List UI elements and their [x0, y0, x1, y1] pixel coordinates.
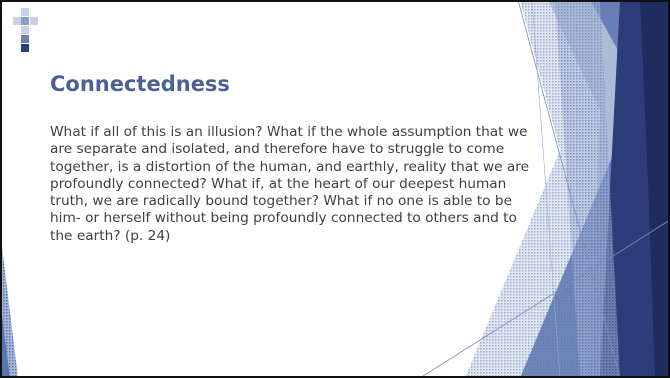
slide-title: Connectedness [50, 72, 230, 96]
cross-logo-icon [13, 8, 38, 52]
slide-body-text: What if all of this is an illusion? What… [50, 124, 530, 244]
